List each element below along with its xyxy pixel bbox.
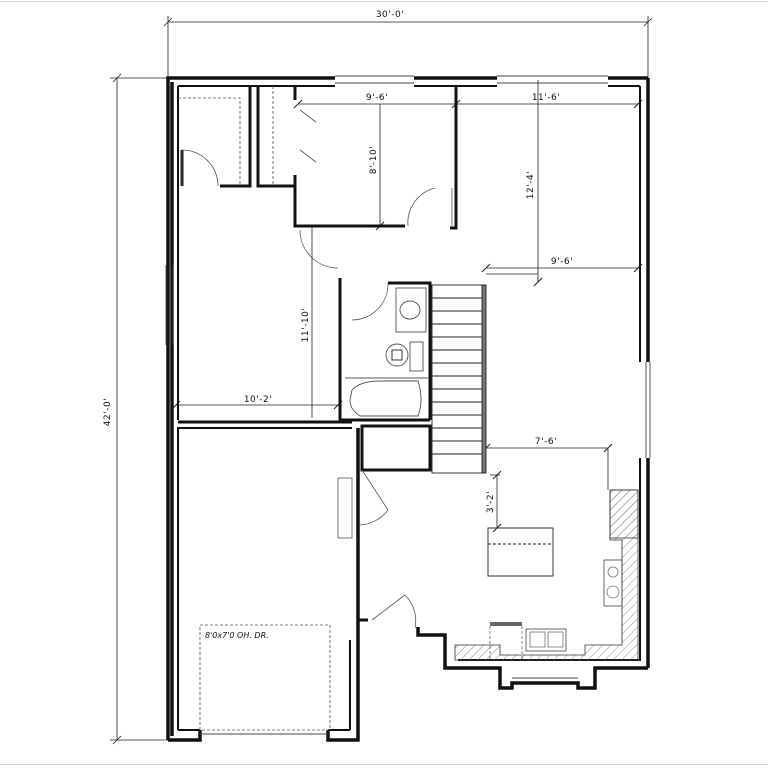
dim-kitchen-width: 7'-6' — [535, 437, 557, 447]
dim-bedroom-width: 9'-6' — [366, 93, 388, 103]
dim-living-lower-width: 9'-6' — [551, 257, 573, 267]
bottom-border — [0, 764, 768, 765]
windows — [165, 75, 651, 735]
dim-left-room-depth: 11'-10' — [301, 308, 311, 343]
dim-overall-depth: 42'-0' — [103, 398, 113, 426]
dim-left-room-width: 10'-2' — [244, 395, 272, 405]
dim-overall-width: 30'-0' — [376, 10, 404, 20]
garage-door-label: 8'0x7'0 OH. DR. — [205, 631, 269, 640]
dim-living-depth: 12'-4' — [526, 171, 536, 199]
bathroom-fixtures — [345, 287, 428, 417]
dim-living-width: 11'-6' — [532, 93, 560, 103]
dim-bedroom-depth: 8'-10' — [369, 146, 379, 174]
kitchen-island — [487, 527, 554, 577]
kitchen-counters — [454, 489, 639, 661]
top-border — [0, 1, 768, 2]
interior-walls — [178, 86, 458, 622]
stairs — [431, 284, 487, 474]
dimension-lines — [110, 16, 653, 745]
doors — [181, 109, 453, 629]
dim-island-offset: 3'-2' — [486, 491, 496, 513]
